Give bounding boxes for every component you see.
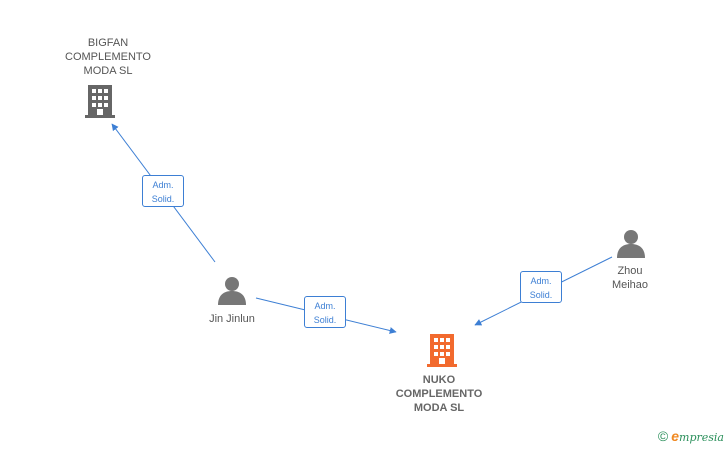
edge-label-line: Adm. bbox=[530, 276, 552, 286]
node-label-jin[interactable]: Jin Jinlun bbox=[192, 312, 272, 326]
node-label-line: COMPLEMENTO bbox=[65, 51, 151, 63]
node-label-bigfan[interactable]: BIGFAN COMPLEMENTO MODA SL bbox=[58, 36, 158, 78]
node-label-line: BIGFAN bbox=[87, 37, 129, 49]
edge-label-line: Adm. bbox=[314, 301, 336, 311]
node-label-line: NUKO bbox=[422, 374, 456, 386]
node-label-zhou[interactable]: Zhou Meihao bbox=[600, 264, 660, 292]
building-icon[interactable] bbox=[85, 85, 115, 118]
edge-label-line: Adm. bbox=[152, 180, 174, 190]
edge-label-line: Solid. bbox=[529, 290, 553, 300]
node-label-line: Meihao bbox=[611, 279, 649, 291]
brand-logo-e: e bbox=[671, 428, 680, 444]
edge-label-jin-nuko[interactable]: Adm. Solid. bbox=[304, 296, 346, 328]
copyright-icon: © bbox=[657, 428, 669, 444]
node-label-line: Zhou bbox=[617, 265, 643, 277]
brand-logo-text: mpresia bbox=[679, 431, 724, 444]
edge-label-line: Solid. bbox=[313, 315, 337, 325]
brand-logo[interactable]: © empresia bbox=[658, 428, 724, 444]
node-label-line: COMPLEMENTO bbox=[395, 388, 483, 400]
node-label-line: MODA SL bbox=[83, 65, 133, 77]
building-icon[interactable] bbox=[427, 334, 457, 367]
node-label-line: Jin Jinlun bbox=[209, 313, 255, 325]
person-icon[interactable] bbox=[218, 277, 246, 305]
node-label-nuko[interactable]: NUKO COMPLEMENTO MODA SL bbox=[389, 373, 489, 415]
node-label-line: MODA SL bbox=[413, 402, 465, 414]
edge-label-zhou-nuko[interactable]: Adm. Solid. bbox=[520, 271, 562, 303]
edge-label-jin-bigfan[interactable]: Adm. Solid. bbox=[142, 175, 184, 207]
person-icon[interactable] bbox=[617, 230, 645, 258]
edge-label-line: Solid. bbox=[151, 194, 175, 204]
